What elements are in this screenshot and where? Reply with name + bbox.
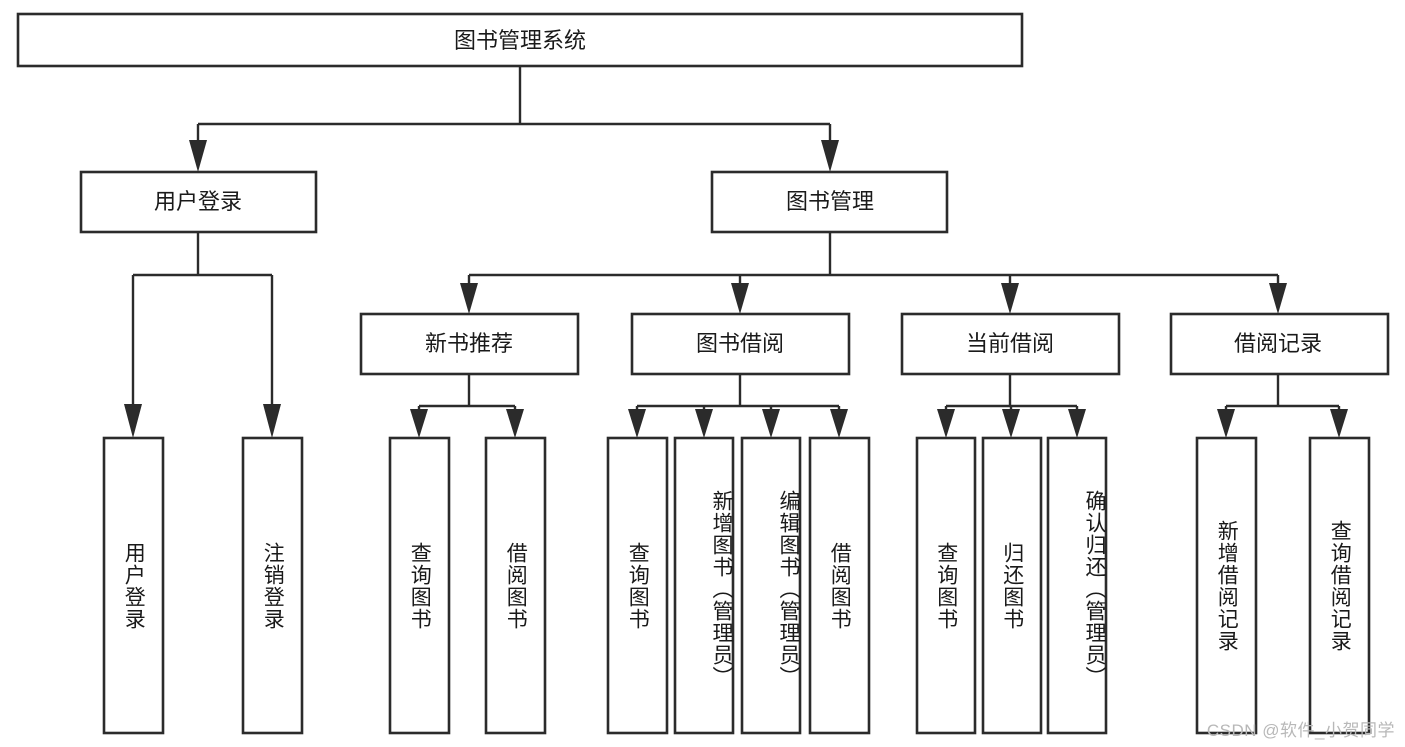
node-user-login-label: 用户登录 — [154, 189, 242, 214]
leaf-box-nb-borrow-book[interactable] — [484, 436, 547, 735]
arrow-head-borrow-record — [1269, 283, 1287, 314]
node-user-login[interactable]: 用户登录 — [79, 170, 318, 234]
arrow-head-bb-leaf-3 — [762, 409, 780, 438]
leaf-box-cb-query-book[interactable] — [915, 436, 977, 735]
arrow-head-br-leaf-1 — [1217, 409, 1235, 438]
arrow-head-nb-leaf-2 — [506, 409, 524, 438]
arrow-head-br-leaf-2 — [1330, 409, 1348, 438]
leaf-box-bb-edit-book[interactable] — [740, 436, 802, 735]
arrow-head-current-borrow — [1001, 283, 1019, 314]
leaf-box-cb-confirm-return[interactable] — [1046, 436, 1108, 735]
node-borrow-record-label: 借阅记录 — [1234, 331, 1322, 356]
leaf-box-logout[interactable] — [241, 436, 304, 735]
node-book-manage-box[interactable] — [710, 170, 949, 234]
node-book-manage-label: 图书管理 — [786, 189, 874, 214]
leaf-box-cb-return-book[interactable] — [981, 436, 1043, 735]
leaf-box-bb-query-book[interactable] — [606, 436, 669, 735]
arrow-head-leaf-logout — [263, 404, 281, 438]
node-book-manage[interactable]: 图书管理 — [710, 170, 949, 234]
leaf-box-nb-query-book[interactable] — [388, 436, 451, 735]
arrow-head-cb-leaf-3 — [1068, 409, 1086, 438]
node-current-borrow-label: 当前借阅 — [966, 331, 1054, 356]
leaf-box-bb-borrow-book[interactable] — [808, 436, 871, 735]
arrow-head-bb-leaf-2 — [695, 409, 713, 438]
node-book-borrow-label: 图书借阅 — [696, 331, 784, 356]
node-layer: 图书管理系统 用户登录 图书管理 新书推荐 图书借阅 当前 — [16, 12, 1390, 735]
leaf-box-bb-add-book[interactable] — [673, 436, 735, 735]
arrow-head-leaf-user-login — [124, 404, 142, 438]
arrow-head-book-manage — [821, 140, 839, 172]
node-new-book-recommend-label: 新书推荐 — [425, 331, 513, 356]
arrow-head-bb-leaf-4 — [830, 409, 848, 438]
node-current-borrow-box[interactable] — [900, 312, 1121, 376]
arrow-head-cb-leaf-2 — [1002, 409, 1020, 438]
csdn-watermark: CSDN @软件_小贺同学 — [1206, 721, 1395, 740]
node-borrow-record[interactable]: 借阅记录 — [1169, 312, 1390, 376]
leaf-box-br-add-record[interactable] — [1195, 436, 1258, 735]
node-user-login-box[interactable] — [79, 170, 318, 234]
node-new-book-recommend-box[interactable] — [359, 312, 580, 376]
arrow-head-bb-leaf-1 — [628, 409, 646, 438]
node-book-borrow-box[interactable] — [630, 312, 851, 376]
node-borrow-record-box[interactable] — [1169, 312, 1390, 376]
node-root[interactable]: 图书管理系统 — [16, 12, 1024, 68]
leaf-box-br-query-record[interactable] — [1308, 436, 1371, 735]
node-new-book-recommend[interactable]: 新书推荐 — [359, 312, 580, 376]
arrow-head-new-book — [460, 283, 478, 314]
leaf-box-user-login[interactable] — [102, 436, 165, 735]
arrow-head-nb-leaf-1 — [410, 409, 428, 438]
node-root-label: 图书管理系统 — [454, 28, 586, 53]
arrow-head-book-borrow — [731, 283, 749, 314]
node-root-box[interactable] — [16, 12, 1024, 68]
node-current-borrow[interactable]: 当前借阅 — [900, 312, 1121, 376]
connector-layer — [124, 66, 1348, 438]
node-book-borrow[interactable]: 图书借阅 — [630, 312, 851, 376]
arrow-head-cb-leaf-1 — [937, 409, 955, 438]
arrow-head-user-login — [189, 140, 207, 172]
